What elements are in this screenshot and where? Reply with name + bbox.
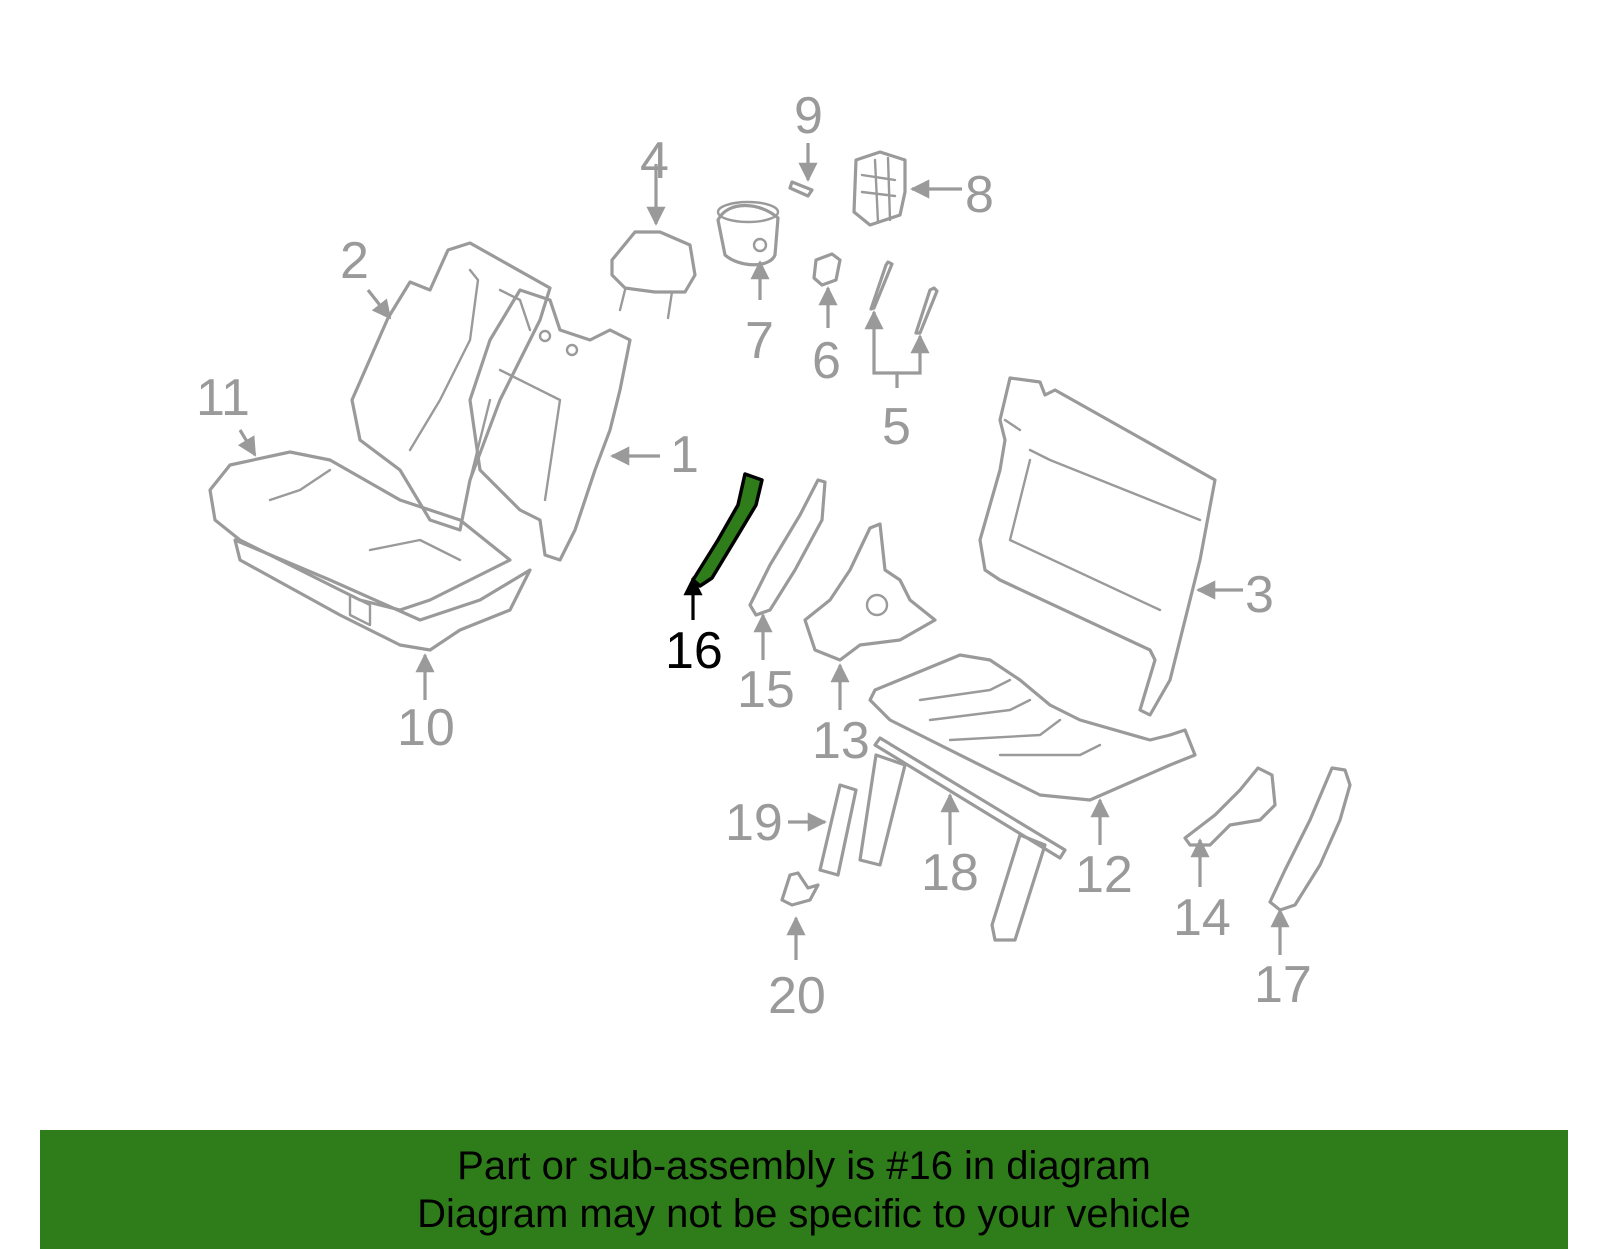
callout-17: 17 <box>1254 956 1312 1014</box>
part-12-seat-pan <box>868 653 1197 802</box>
part-15-trim <box>748 478 827 617</box>
callout-3: 3 <box>1245 566 1274 624</box>
part-4-headrest <box>610 230 697 320</box>
callout-7: 7 <box>745 312 774 370</box>
part-8-bracket <box>852 150 907 227</box>
callout-8: 8 <box>965 166 994 224</box>
part-10-seat-frame <box>233 538 532 652</box>
banner-line-2: Diagram may not be specific to your vehi… <box>417 1192 1191 1236</box>
callout-5: 5 <box>882 398 911 456</box>
part-1-seatback-frame <box>468 288 632 562</box>
callout-14: 14 <box>1173 889 1231 947</box>
part-19-pad <box>818 783 858 877</box>
callout-2: 2 <box>340 232 369 290</box>
callout-19: 19 <box>725 794 783 852</box>
callout-13: 13 <box>812 712 870 770</box>
part-13-bracket <box>803 522 937 662</box>
part-3-seatback-frame <box>978 376 1217 717</box>
callout-4: 4 <box>640 132 669 190</box>
part-20-clip <box>780 871 820 907</box>
callout-labels: 1 2 3 4 5 6 7 8 9 10 11 12 13 14 15 16 1… <box>196 87 1312 1025</box>
callout-10: 10 <box>397 699 455 757</box>
callout-20: 20 <box>768 967 826 1025</box>
callout-18: 18 <box>921 844 979 902</box>
part-9-pin <box>788 180 814 198</box>
callout-9: 9 <box>794 87 823 145</box>
callout-11: 11 <box>196 369 250 427</box>
part-5-rods <box>869 260 939 335</box>
callout-1: 1 <box>670 426 699 484</box>
leader-lines <box>237 143 1290 960</box>
part-7-cup <box>716 200 780 267</box>
part-11-seat-cushion <box>208 450 512 612</box>
part-2-seatback-cushion <box>350 241 552 532</box>
info-banner: Part or sub-assembly is #16 in diagram D… <box>40 1130 1568 1249</box>
part-18-frame <box>858 736 1067 942</box>
part-16-highlighted[interactable] <box>691 472 764 588</box>
callout-16[interactable]: 16 <box>665 622 723 680</box>
part-6-latch <box>812 252 842 287</box>
part-14-bracket <box>1183 766 1277 847</box>
callout-15: 15 <box>737 661 795 719</box>
banner-line-1: Part or sub-assembly is #16 in diagram <box>457 1144 1151 1188</box>
part-17-trim <box>1268 766 1352 912</box>
callout-12: 12 <box>1075 846 1133 904</box>
parts-diagram: 1 2 3 4 5 6 7 8 9 10 11 12 13 14 15 16 1… <box>196 87 1352 1025</box>
callout-6: 6 <box>812 332 841 390</box>
